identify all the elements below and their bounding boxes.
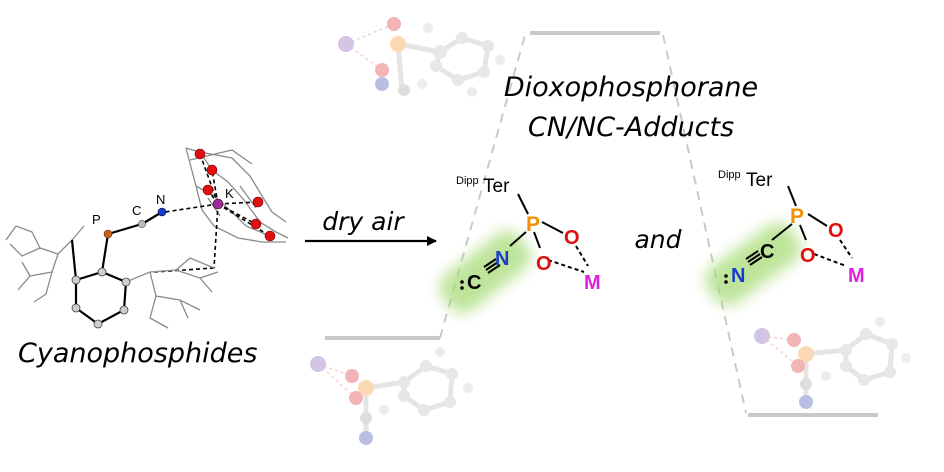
phenyl-carbons — [71, 267, 131, 329]
adducts-title-line1: Dioxophosphorane — [504, 72, 758, 103]
adducts-title-line2: CN/NC-Adducts — [528, 112, 734, 143]
ghost-molecule-top — [338, 17, 505, 97]
cn-oxygen-top: O — [828, 220, 844, 242]
nc-highlight — [439, 230, 531, 314]
conjunction-and: and — [634, 225, 681, 254]
cn-nitrogen: N — [731, 265, 745, 287]
nc-lone-pair-dot2 — [460, 286, 464, 290]
cn-metal: M — [848, 265, 865, 287]
cyanophosphides-label: Cyanophosphides — [18, 338, 257, 369]
arrow-label-dry-air: dry air — [322, 207, 405, 236]
crystal-label-c: C — [132, 203, 141, 218]
crystal-label-k: K — [225, 186, 234, 201]
nc-ter: Ter — [483, 176, 510, 197]
aryl-wireframe-left — [5, 225, 85, 303]
cn-phosphorus: P — [790, 205, 804, 228]
nc-nitrogen: N — [495, 248, 509, 270]
aryl-wireframe-right — [125, 257, 219, 329]
nc-oxygen-top: O — [564, 227, 580, 249]
phosphorus-atom — [103, 229, 113, 239]
cn-oxygen-bottom: O — [800, 245, 816, 267]
nc-oxygen-bottom: O — [536, 253, 552, 275]
nc-carbon: C — [467, 272, 481, 294]
ghost-molecule-bottom-left — [310, 347, 473, 445]
nc-metal: M — [584, 272, 601, 294]
cn-ter-super: Dipp — [718, 169, 741, 181]
cn-lone-pair-dot1 — [724, 274, 728, 278]
nc-lone-pair-dot1 — [460, 280, 464, 284]
cn-ter: Ter — [746, 170, 773, 191]
descending-dashed-path — [662, 34, 747, 414]
crown-ether-wireframe — [185, 147, 289, 243]
cn-lone-pair-dot2 — [724, 280, 728, 284]
nitrogen-atom — [157, 207, 167, 217]
crystal-label-n: N — [156, 192, 165, 207]
crystal-label-p: P — [92, 212, 101, 227]
potassium-atom — [212, 198, 224, 210]
cn-carbon: C — [760, 241, 774, 263]
carbon-atom — [138, 220, 146, 228]
nc-ter-super: Dipp — [456, 175, 479, 187]
adduct-nc-structure: Dipp Ter P O O M N C — [439, 175, 601, 314]
crown-oxygens — [194, 148, 276, 242]
adduct-cn-structure: Dipp Ter P O O M C N — [705, 169, 865, 306]
crystal-structure: P C N K — [5, 147, 289, 329]
ghost-molecule-bottom-right — [754, 317, 911, 409]
nc-phosphorus: P — [526, 213, 540, 236]
